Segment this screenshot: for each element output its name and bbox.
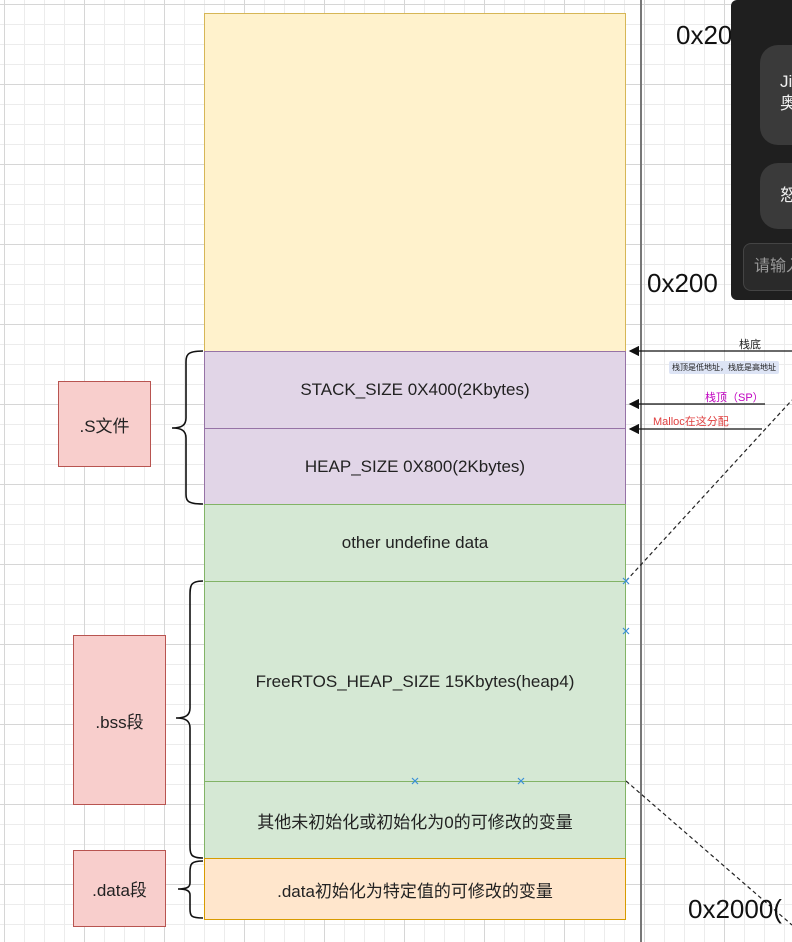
handle-4 [517,777,525,785]
zoom-line-upper [625,399,792,582]
s-file-label[interactable]: .S文件 [58,381,151,467]
bss-brace [175,580,204,859]
stack-bottom-label: 栈底 [739,339,761,351]
bss-segment-label[interactable]: .bss段 [73,635,166,805]
data-segment-label[interactable]: .data段 [73,850,166,927]
address-top: 0x20 [676,20,733,50]
data-brace [177,860,204,919]
handle-2 [622,627,630,635]
top-unused-block[interactable] [204,13,626,352]
bss-other-variables-block[interactable]: 其他未初始化或初始化为0的可修改的变量 [204,781,626,859]
chat-bubble-1[interactable]: Ji 奥 [760,45,792,145]
handle-3 [411,777,419,785]
stack-top-sp-label: 栈顶（SP） [705,392,764,404]
chat-bubble-2[interactable]: 怒 [760,163,792,229]
other-undefine-data-block[interactable]: other undefine data [204,504,626,582]
chat-bubble-1-line2: 奥 [780,94,792,113]
freertos-heap-block[interactable]: FreeRTOS_HEAP_SIZE 15Kbytes(heap4) [204,581,626,782]
handle-1 [622,577,630,585]
stack-size-block[interactable]: STACK_SIZE 0X400(2Kbytes) [204,351,626,429]
address-axis-line [640,0,642,942]
address-middle: 0x200 [647,268,718,298]
s-file-brace [171,350,204,505]
malloc-label: Malloc在这分配 [653,416,729,428]
chat-bubble-1-line1: Ji [780,72,792,91]
zoom-line-lower [625,780,792,926]
stack-address-note: 栈顶是低地址，栈底是高地址 [669,361,779,374]
chat-input-field[interactable]: 请输入 [743,243,792,291]
heap-size-block[interactable]: HEAP_SIZE 0X800(2Kbytes) [204,428,626,505]
address-bottom: 0x2000( [688,894,782,924]
chat-bubble-2-text: 怒 [780,186,792,205]
data-initialized-variables-block[interactable]: .data初始化为特定值的可修改的变量 [204,858,626,920]
